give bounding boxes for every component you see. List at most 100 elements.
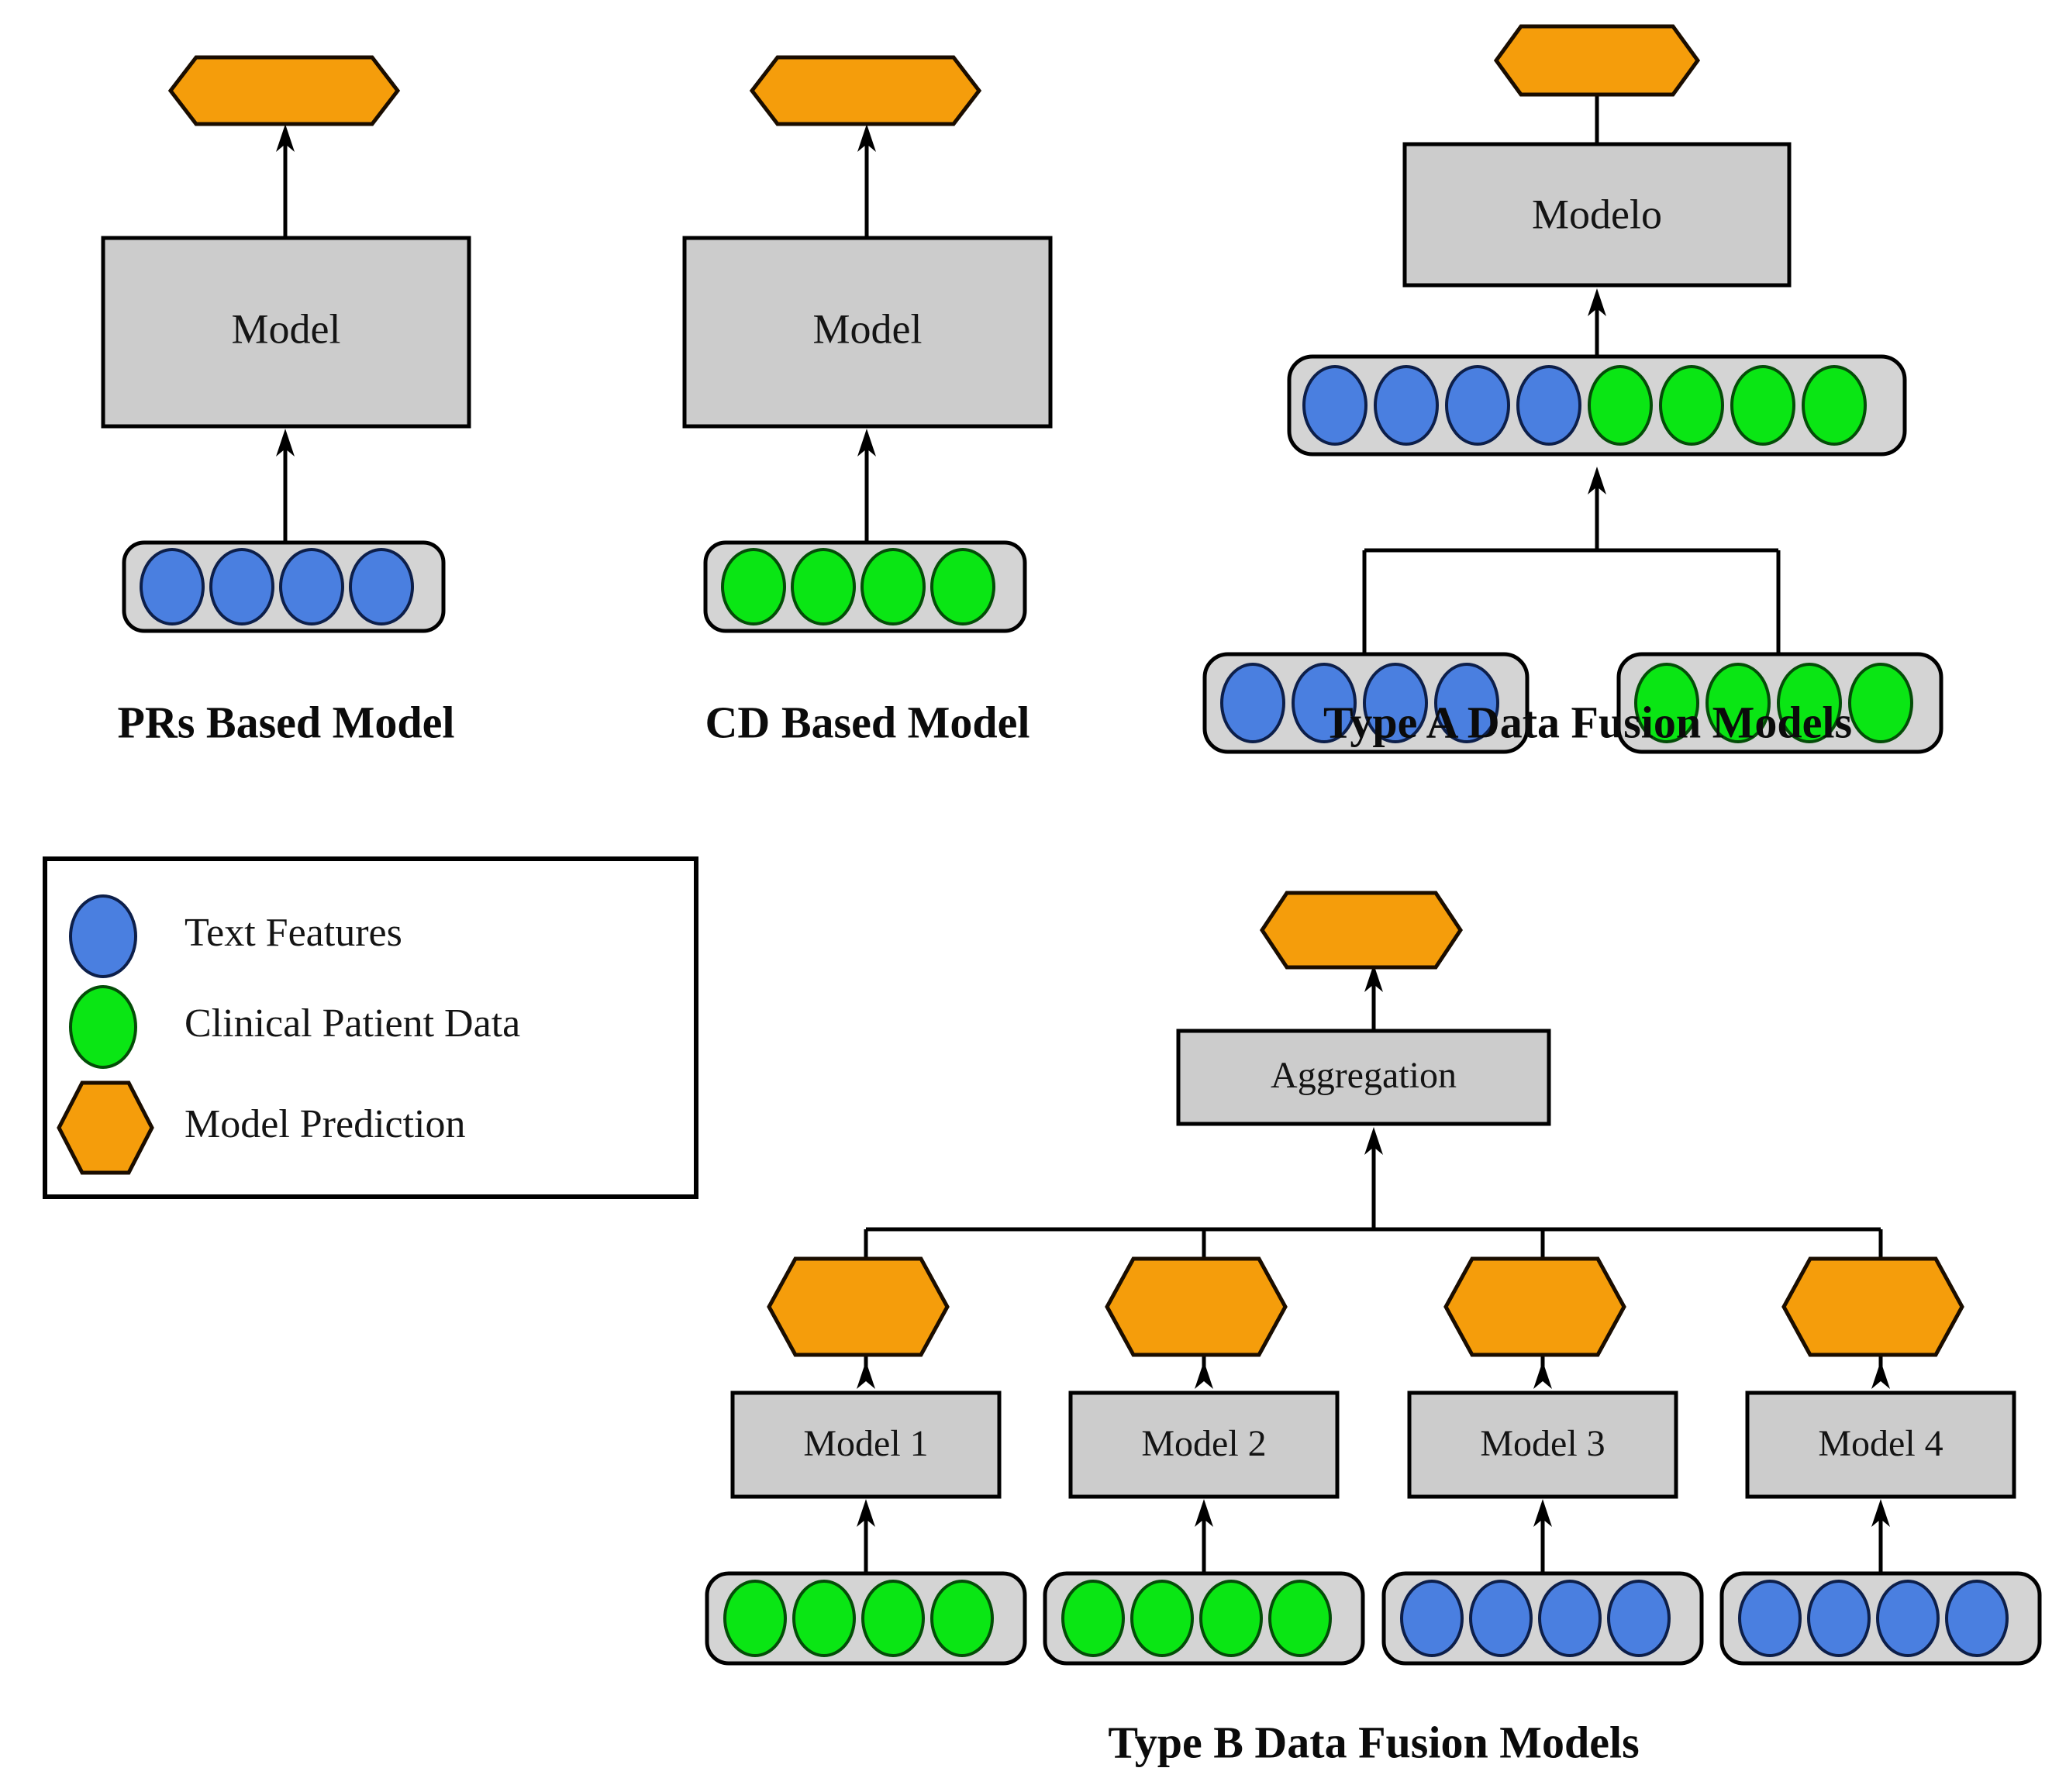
clinical-data-dot: [861, 1580, 925, 1657]
branch-model-4: Model 4: [1719, 1256, 2042, 1666]
legend-swatch-clinical-patient-data-icon: [69, 985, 137, 1069]
model-box-label: Model: [232, 305, 341, 352]
legend-label: Text Features: [185, 911, 402, 955]
model-prediction-hexagon: [749, 55, 982, 126]
panel-caption: Type B Data Fusion Models: [1108, 1717, 1639, 1767]
branch-model-2: Model 2: [1043, 1256, 1365, 1666]
clinical-data-dot: [721, 548, 786, 625]
arrowhead: [1588, 467, 1606, 495]
text-feature-dot: [349, 548, 414, 625]
text-feature-dot: [1738, 1580, 1802, 1657]
text-feature-dot: [1538, 1580, 1602, 1657]
model-box: [682, 236, 1053, 429]
legend-swatch-model-prediction-icon: [57, 1080, 154, 1175]
model-box-label: Model 3: [1480, 1423, 1605, 1464]
branch-model-1: Model 1: [705, 1256, 1027, 1666]
clinical-data-dot: [1199, 1580, 1263, 1657]
text-feature-dot: [1445, 365, 1510, 446]
model-prediction-hexagon: [767, 1256, 950, 1357]
panel-cd-based-model: Model CD Based Model: [682, 55, 1053, 747]
text-feature-dot: [279, 548, 344, 625]
model-box: [101, 236, 471, 429]
text-feature-dot: [1434, 663, 1499, 743]
model-box-label: Model: [813, 305, 923, 352]
aggregation-box: [1176, 1029, 1551, 1126]
clinical-data-dot: [861, 548, 926, 625]
legend-label: Clinical Patient Data: [185, 1001, 520, 1046]
clinical-data-dot: [1130, 1580, 1194, 1657]
text-feature-dot: [1607, 1580, 1671, 1657]
model-box: [1745, 1391, 2016, 1499]
model-box-label: Modelo: [1532, 191, 1662, 237]
model-prediction-hexagon: [1443, 1256, 1626, 1357]
model-prediction-hexagon: [1259, 891, 1464, 970]
text-feature-dot: [1363, 663, 1428, 743]
clinical-data-dot: [791, 548, 856, 625]
clinical-data-dot: [1588, 365, 1653, 446]
model-box: [1068, 1391, 1340, 1499]
legend-swatch-text-features-icon: [69, 894, 137, 978]
text-feature-dot: [1469, 1580, 1533, 1657]
text-feature-dot: [1516, 365, 1581, 446]
legend-item-text-features: Text Features: [69, 894, 402, 978]
text-feature-dot: [1374, 365, 1439, 446]
arrowhead: [857, 1499, 875, 1527]
model-prediction-hexagon: [167, 55, 401, 126]
text-feature-dot: [1302, 365, 1367, 446]
clinical-data-dot: [1777, 663, 1842, 743]
aggregation-box-label: Aggregation: [1271, 1055, 1457, 1096]
model-box-label: Model 2: [1141, 1423, 1266, 1464]
arrowhead: [857, 1361, 875, 1389]
clinical-data-dot: [1061, 1580, 1125, 1657]
model-box: [1407, 1391, 1678, 1499]
panel-caption: Type A Data Fusion Models: [1323, 697, 1852, 747]
arrowhead: [1364, 1127, 1383, 1155]
clinical-data-dot: [723, 1580, 787, 1657]
model-prediction-hexagon: [1493, 24, 1701, 97]
arrowhead: [1533, 1361, 1552, 1389]
arrowhead: [1195, 1361, 1213, 1389]
text-feature-dot: [1400, 1580, 1464, 1657]
arrowhead: [276, 429, 295, 457]
text-feature-dot: [1876, 1580, 1940, 1657]
arrowhead: [276, 124, 295, 152]
clinical-data-dot: [930, 1580, 994, 1657]
panel-caption: CD Based Model: [705, 697, 1030, 747]
legend-box: [43, 856, 698, 1199]
legend: Text Features Clinical Patient Data Mode…: [43, 856, 698, 1199]
legend-label: Model Prediction: [185, 1102, 466, 1146]
clinical-data-dot: [1848, 663, 1913, 743]
model-prediction-hexagon: [1105, 1256, 1288, 1357]
text-feature-dot: [1220, 663, 1285, 743]
arrowhead: [857, 429, 876, 457]
legend-item-model-prediction: Model Prediction: [57, 1080, 466, 1175]
clinical-data-dot: [1802, 365, 1867, 446]
arrowhead: [1588, 288, 1606, 316]
model-box: [730, 1391, 1002, 1499]
panel-prs-based-model: Model PRs Based Model: [101, 55, 471, 747]
clinical-data-dot: [1659, 365, 1724, 446]
text-feature-dot: [1807, 1580, 1871, 1657]
text-feature-dot: [140, 548, 205, 625]
arrowhead: [1871, 1499, 1890, 1527]
arrowhead: [1533, 1499, 1552, 1527]
text-feature-dot: [1292, 663, 1357, 743]
legend-item-clinical-patient-data: Clinical Patient Data: [69, 985, 520, 1069]
arrowhead: [1871, 1361, 1890, 1389]
clinical-data-dot: [792, 1580, 856, 1657]
model-box: [1402, 142, 1792, 288]
clinical-data-dot: [930, 548, 995, 625]
panel-type-b-data-fusion-models: Aggregation Model 1: [705, 891, 2042, 1767]
panel-caption: PRs Based Model: [118, 697, 455, 747]
model-box-label: Model 1: [803, 1423, 928, 1464]
model-prediction-hexagon: [1781, 1256, 1964, 1357]
clinical-data-dot: [1730, 365, 1795, 446]
arrowhead: [857, 124, 876, 152]
branch-model-3: Model 3: [1381, 1256, 1704, 1666]
clinical-data-dot: [1634, 663, 1699, 743]
clinical-data-dot: [1705, 663, 1771, 743]
text-feature-dot: [1945, 1580, 2009, 1657]
model-box-label: Model 4: [1818, 1423, 1943, 1464]
arrowhead: [1364, 964, 1383, 992]
